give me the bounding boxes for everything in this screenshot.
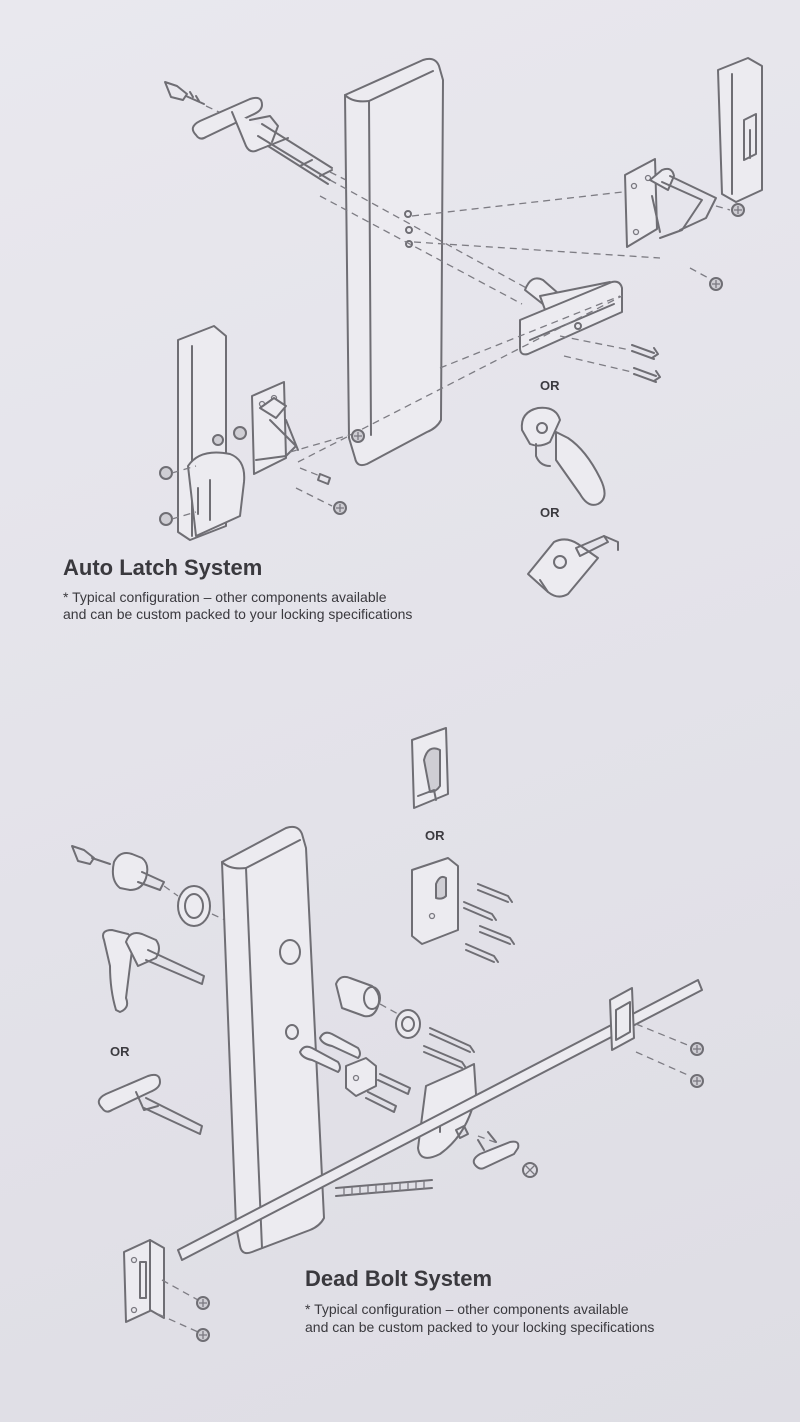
auto-latch-lower-hardware bbox=[159, 426, 247, 526]
dead-bolt-rose-plate bbox=[395, 1009, 421, 1039]
dead-bolt-long-bar bbox=[177, 979, 703, 1261]
dead-bolt-cylinder bbox=[111, 852, 165, 891]
auto-latch-bar bbox=[519, 277, 623, 356]
dead-bolt-or-label-2: OR bbox=[110, 1044, 130, 1059]
auto-latch-screws bbox=[559, 203, 745, 383]
auto-latch-strike-bracket bbox=[624, 158, 717, 248]
dead-bolt-t-handle bbox=[97, 1073, 203, 1135]
auto-latch-diagram: OR OR bbox=[159, 57, 763, 598]
auto-latch-alt-cam-2 bbox=[527, 535, 619, 598]
dead-bolt-spring bbox=[335, 1179, 433, 1197]
auto-latch-or-label-1: OR bbox=[540, 378, 560, 393]
auto-latch-t-handle bbox=[191, 96, 333, 185]
dead-bolt-lock-box bbox=[411, 857, 459, 945]
auto-latch-lower-bracket bbox=[251, 295, 623, 507]
dead-bolt-box-screws bbox=[463, 883, 515, 963]
auto-latch-door-panel bbox=[344, 57, 444, 467]
auto-latch-key bbox=[164, 81, 205, 105]
dead-bolt-door-panel bbox=[221, 825, 325, 1255]
dead-bolt-escutcheon-ring bbox=[177, 885, 211, 927]
dead-bolt-title: Dead Bolt System bbox=[305, 1266, 493, 1291]
auto-latch-title: Auto Latch System bbox=[63, 555, 263, 580]
auto-latch-or-label-2: OR bbox=[540, 505, 560, 520]
auto-latch-alt-cam-1 bbox=[520, 406, 606, 506]
dead-bolt-note-line-1: * Typical configuration – other componen… bbox=[305, 1301, 629, 1317]
dead-bolt-key bbox=[71, 845, 111, 865]
auto-latch-note-line-2: and can be custom packed to your locking… bbox=[63, 606, 413, 622]
auto-latch-jamb-lower bbox=[177, 325, 246, 541]
dead-bolt-turn-housing bbox=[411, 727, 449, 809]
dead-bolt-rose-screws bbox=[423, 1027, 475, 1069]
dead-bolt-lever-handle bbox=[102, 929, 205, 1013]
auto-latch-mid-screws bbox=[317, 295, 621, 515]
dead-bolt-small-t-handle bbox=[472, 1131, 538, 1178]
dead-bolt-lower-bracket bbox=[123, 1239, 210, 1342]
dead-bolt-or-label-1: OR bbox=[425, 828, 445, 843]
dead-bolt-diagram: OR bbox=[71, 727, 704, 1342]
auto-latch-note-line-1: * Typical configuration – other componen… bbox=[63, 589, 387, 605]
auto-latch-jamb-upper bbox=[717, 57, 763, 203]
dead-bolt-note-line-2: and can be custom packed to your locking… bbox=[305, 1319, 655, 1335]
dead-bolt-bolt-cylinder bbox=[335, 975, 399, 1018]
dead-bolt-bolt-pins bbox=[299, 1031, 411, 1113]
dead-bolt-right-strike bbox=[609, 987, 704, 1088]
